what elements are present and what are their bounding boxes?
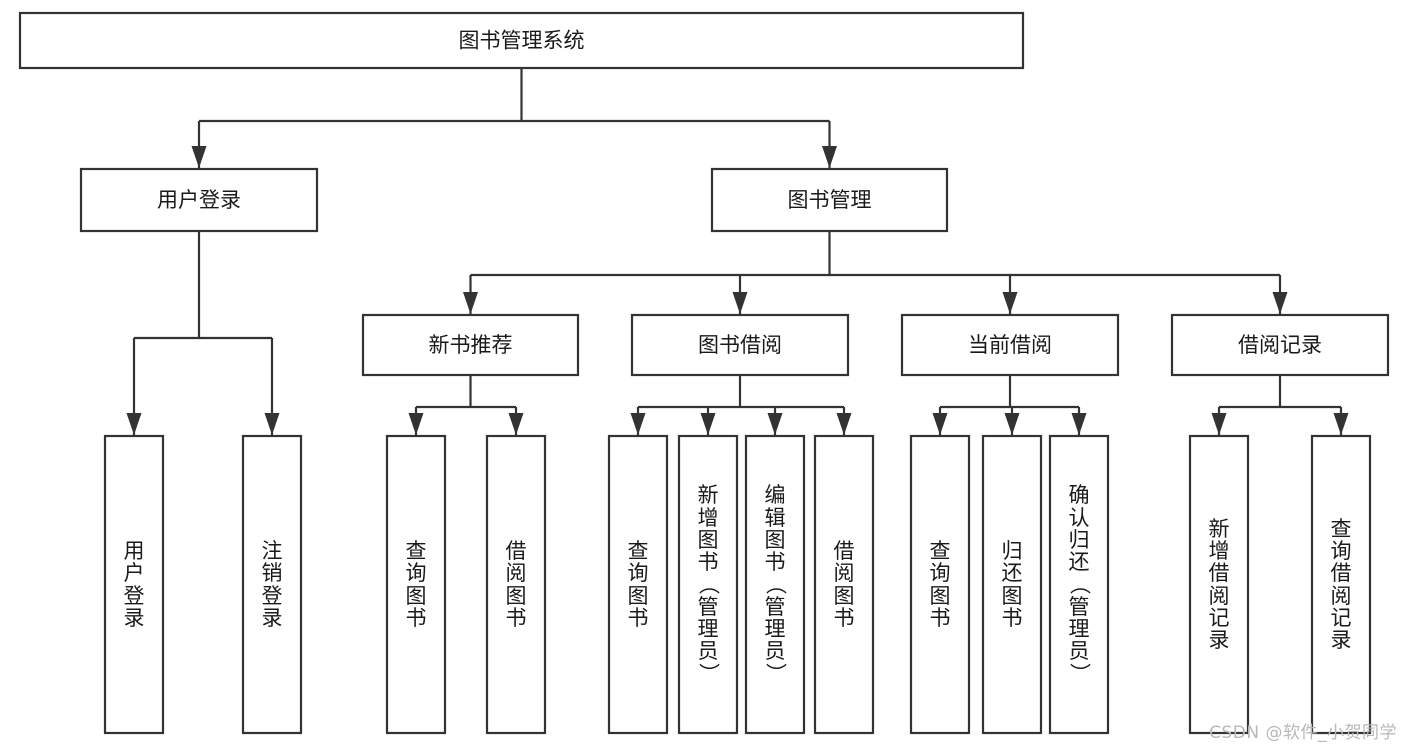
node-label-user-login: 用户登录 xyxy=(157,188,241,212)
node-label-new-book-rec: 新书推荐 xyxy=(429,333,513,357)
node-box-leaf-add-record[interactable] xyxy=(1188,434,1250,735)
arrow-head-icon xyxy=(1211,413,1227,435)
node-label-book-manage: 图书管理 xyxy=(788,188,872,212)
node-box-leaf-query-book-3[interactable] xyxy=(909,434,971,735)
node-box-leaf-confirm-return[interactable] xyxy=(1048,434,1110,735)
arrow-head-icon xyxy=(1071,413,1087,435)
node-box-layer xyxy=(18,11,1390,735)
arrow-head-icon xyxy=(408,413,424,435)
node-box-leaf-query-record[interactable] xyxy=(1310,434,1372,735)
arrow-head-icon xyxy=(836,413,852,435)
arrow-head-icon xyxy=(1272,292,1288,314)
node-box-user-login[interactable] xyxy=(79,167,319,233)
node-box-leaf-return-book[interactable] xyxy=(981,434,1043,735)
node-box-leaf-logout[interactable] xyxy=(241,434,303,735)
node-box-book-manage[interactable] xyxy=(710,167,949,233)
node-label-borrow-record: 借阅记录 xyxy=(1238,333,1322,357)
node-label-current-borrow: 当前借阅 xyxy=(968,333,1052,357)
node-label-root: 图书管理系统 xyxy=(459,29,585,53)
node-box-leaf-query-book-2[interactable] xyxy=(607,434,669,735)
arrow-head-icon xyxy=(932,413,948,435)
node-box-leaf-add-book[interactable] xyxy=(677,434,739,735)
node-box-leaf-edit-book[interactable] xyxy=(744,434,806,735)
node-box-current-borrow[interactable] xyxy=(900,313,1120,377)
node-box-leaf-query-book-rec[interactable] xyxy=(385,434,447,735)
node-label-book-borrow: 图书借阅 xyxy=(698,333,782,357)
arrow-head-icon xyxy=(463,292,478,314)
node-box-new-book-rec[interactable] xyxy=(361,313,580,377)
node-box-leaf-borrow-book-2[interactable] xyxy=(813,434,875,735)
arrow-head-icon xyxy=(1333,413,1349,435)
arrow-head-icon xyxy=(700,413,716,435)
arrow-head-icon xyxy=(508,413,524,435)
arrow-head-icon xyxy=(126,413,142,435)
arrow-head-icon xyxy=(1004,413,1020,435)
arrow-head-icon xyxy=(732,292,748,314)
arrow-head-icon xyxy=(191,146,207,168)
node-box-borrow-record[interactable] xyxy=(1170,313,1390,377)
arrow-head-icon xyxy=(264,413,280,435)
node-box-root[interactable] xyxy=(18,11,1025,70)
connector-layer xyxy=(126,68,1349,435)
arrow-head-icon xyxy=(1002,292,1018,314)
arrow-head-icon xyxy=(767,413,783,435)
node-box-book-borrow[interactable] xyxy=(630,313,850,377)
arrow-head-icon xyxy=(630,413,646,435)
node-box-leaf-user-login[interactable] xyxy=(103,434,165,735)
arrow-head-icon xyxy=(822,146,837,168)
node-box-leaf-borrow-book-rec[interactable] xyxy=(485,434,547,735)
